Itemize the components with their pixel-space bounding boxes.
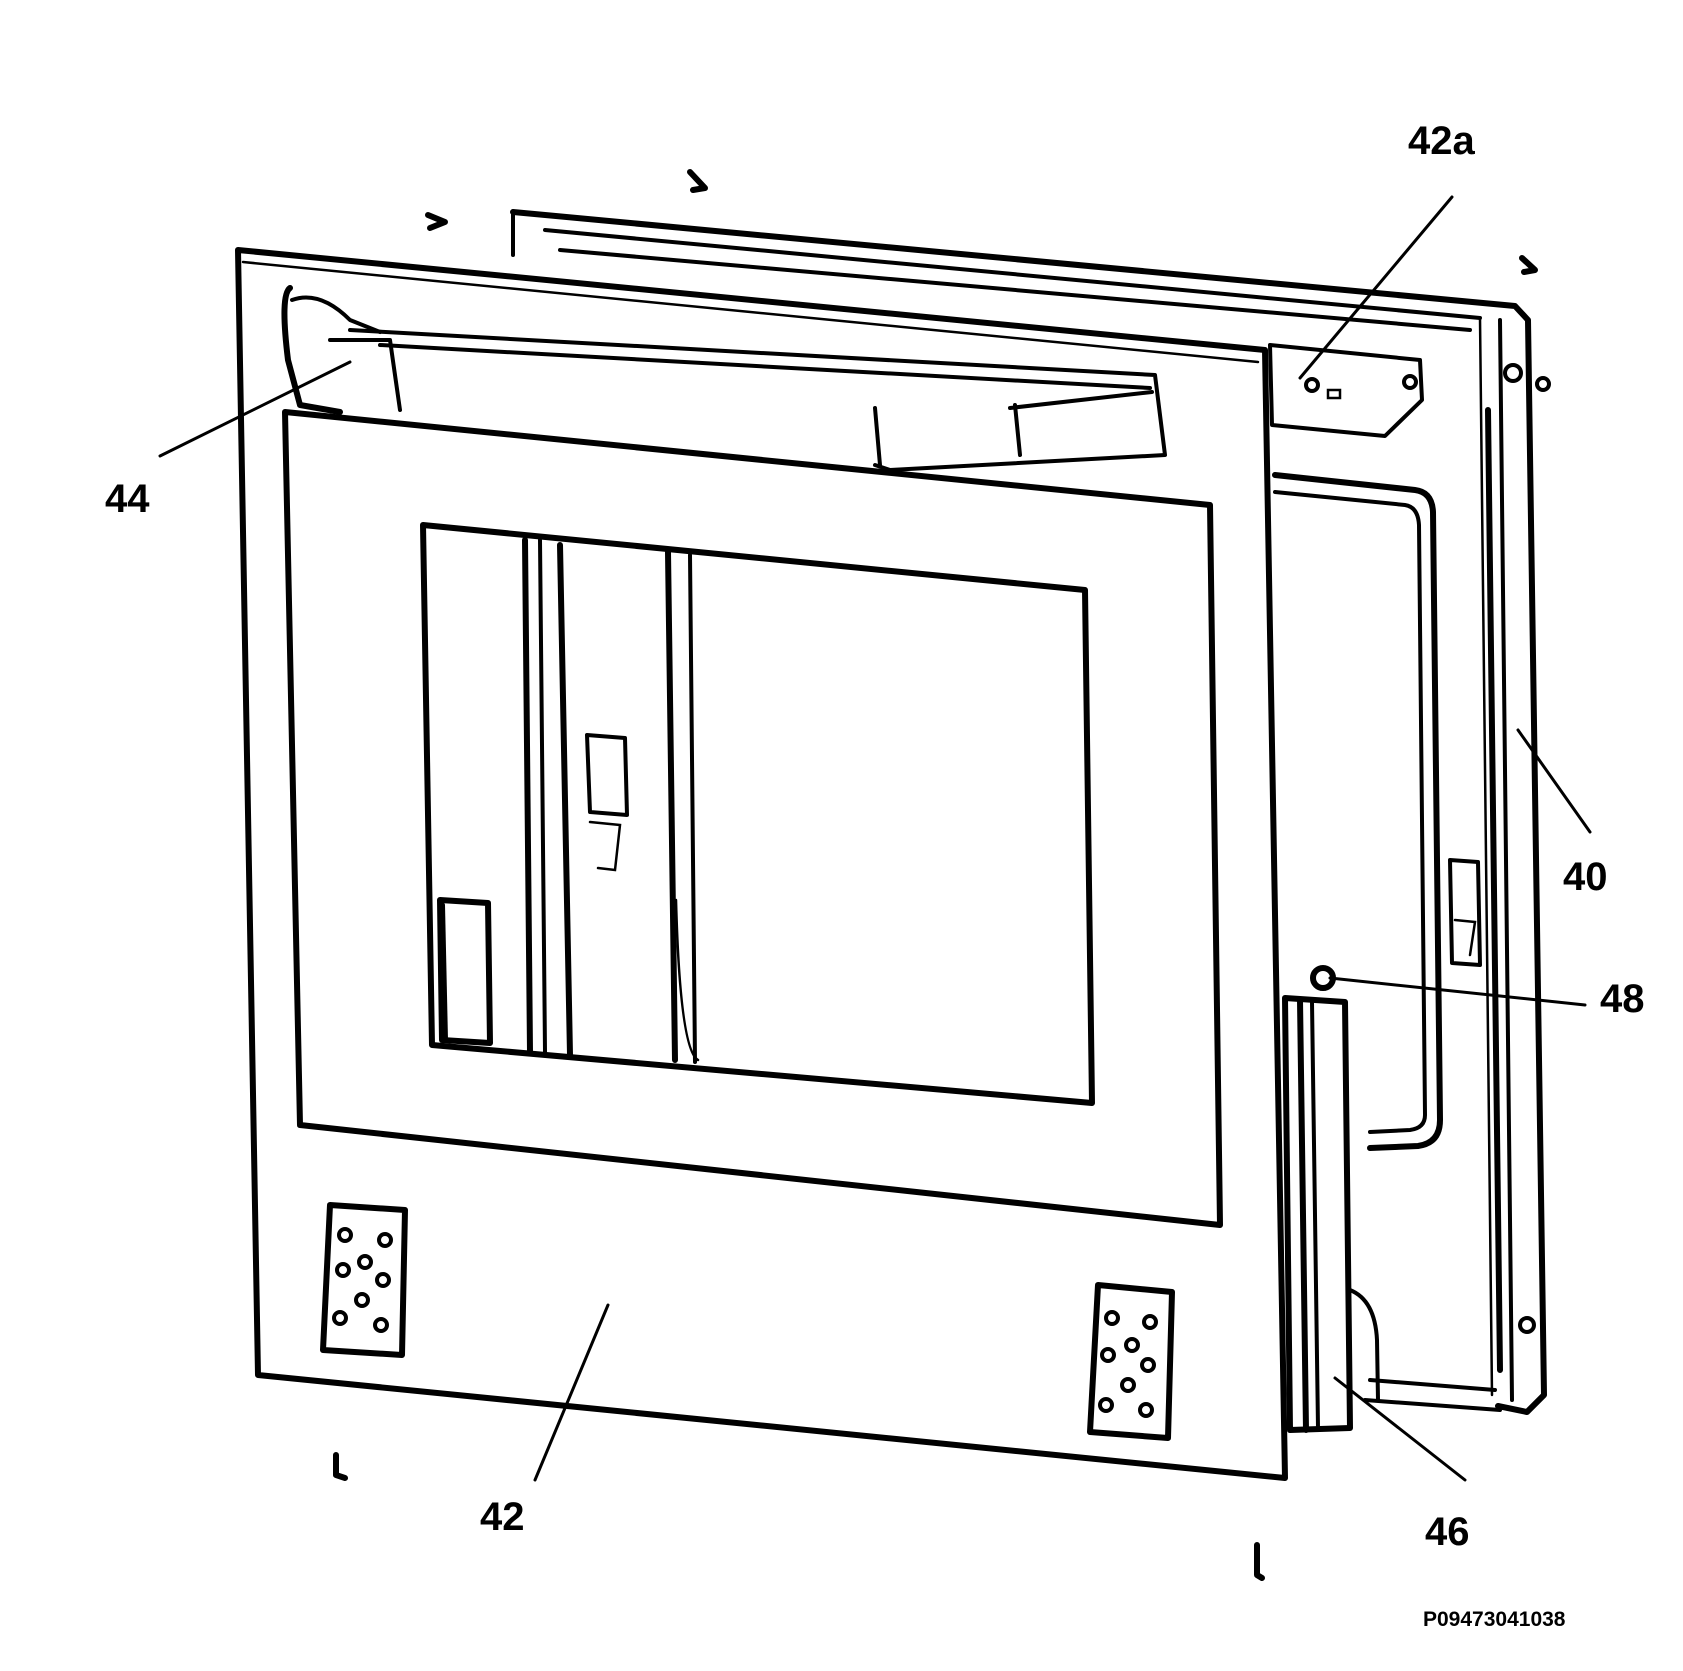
leader-40: [1516, 728, 1592, 834]
rear-latch: [1448, 858, 1482, 967]
front-door-panel: [235, 247, 1288, 1481]
rear-screw-bottom: [1518, 1316, 1536, 1334]
label-44: 44: [105, 477, 150, 521]
label-42: 42: [480, 1495, 525, 1539]
vent-grille-right: [1087, 1282, 1175, 1441]
label-48: 48: [1600, 977, 1645, 1021]
hinge: [1282, 965, 1502, 1433]
rear-screw-top: [1503, 363, 1523, 383]
window-frame: [282, 409, 1223, 1228]
leader-46: [1333, 1376, 1467, 1482]
rear-frame: [510, 209, 1551, 1415]
leader-42a: [1298, 195, 1454, 380]
drawing-code: P09473041038: [1423, 1608, 1566, 1631]
leader-lines: [158, 195, 1592, 1482]
vent-grille-left: [320, 1202, 408, 1358]
inner-frame: [1272, 472, 1443, 1151]
hinge-bracket: [1268, 343, 1424, 438]
leader-42: [533, 1303, 610, 1482]
label-46: 46: [1425, 1510, 1470, 1554]
label-40: 40: [1563, 855, 1608, 899]
leader-44: [158, 360, 352, 458]
viewing-window: [420, 522, 1095, 1106]
window-latch: [585, 733, 629, 817]
control-strip: [281, 285, 1167, 472]
leader-48: [1328, 976, 1587, 1007]
assembly-arrows: [333, 169, 1538, 1581]
label-42a: 42a: [1408, 119, 1475, 163]
